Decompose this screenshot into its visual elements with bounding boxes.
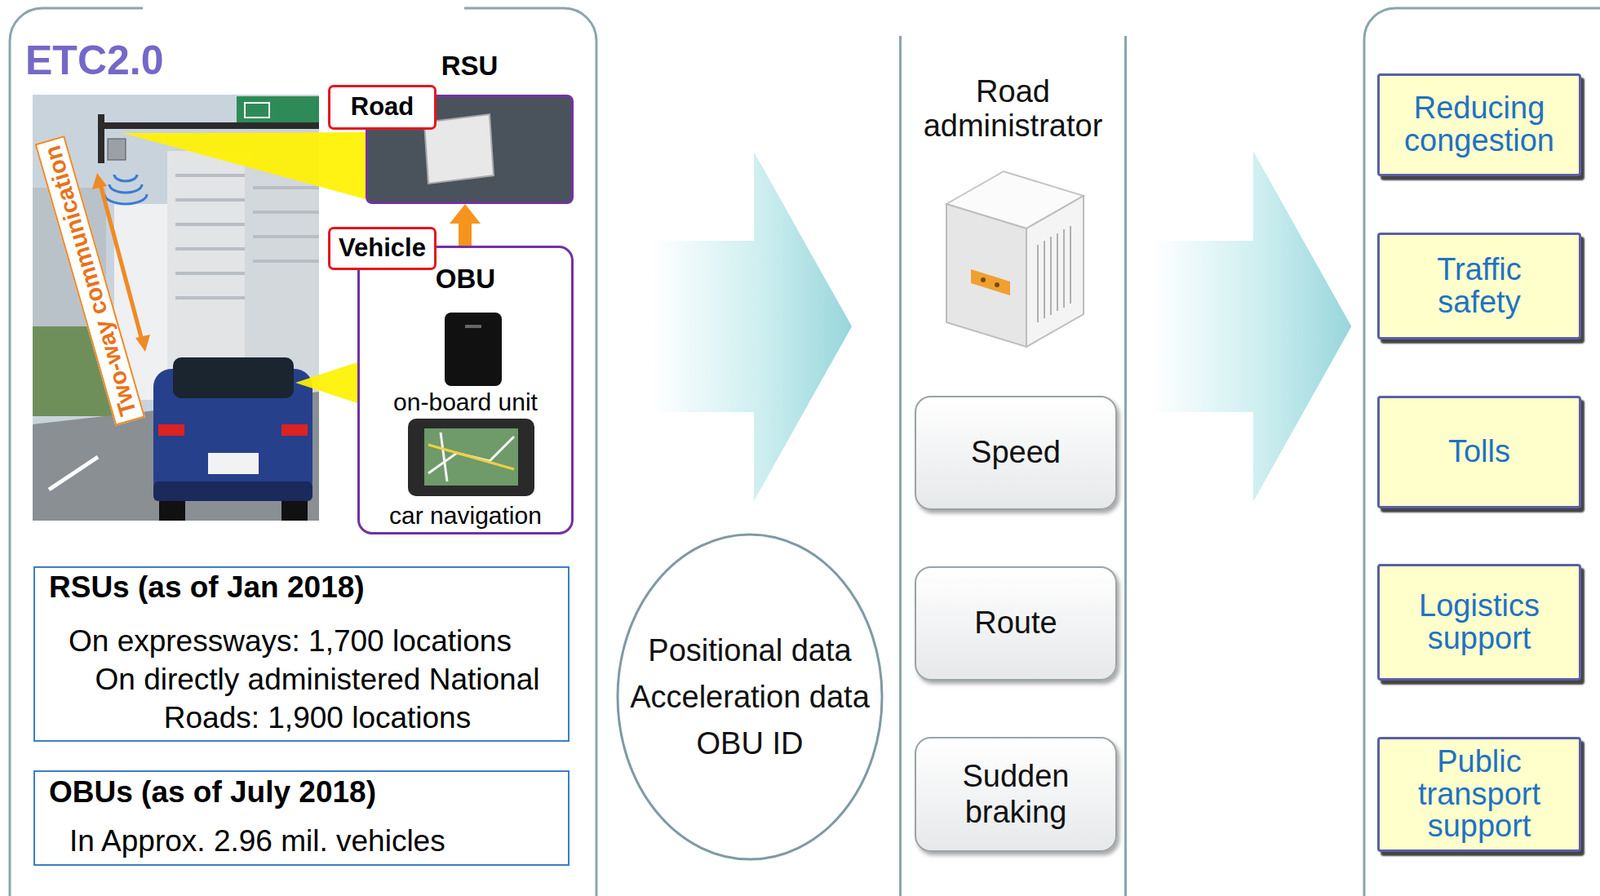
use-box: Public transport support — [1377, 736, 1582, 852]
flow-arrow — [652, 151, 852, 501]
server-led — [980, 277, 986, 283]
road-sign — [236, 96, 320, 125]
use-box: Traffic safety — [1377, 232, 1582, 340]
box-label: OBU ID — [696, 720, 804, 767]
callout-wedge — [295, 362, 358, 404]
device-caption: car navigation — [359, 501, 572, 530]
nav-screen — [424, 428, 519, 486]
server-front — [946, 203, 1027, 347]
bumper — [153, 481, 313, 501]
server-vents — [1037, 226, 1071, 323]
rotated-label: Two-way communication — [34, 135, 145, 426]
lane-marking — [48, 456, 98, 490]
box-label: Logistics support — [1397, 589, 1561, 656]
use-box: Tolls — [1377, 395, 1582, 509]
obu-body — [444, 312, 502, 386]
server-icon — [946, 171, 1084, 347]
info-text: On expressways: 1,700 locations — [35, 621, 568, 661]
gantry-post — [97, 114, 105, 164]
rsu-device — [107, 138, 126, 160]
server-side — [1026, 195, 1084, 347]
info-heading: RSUs (as of Jan 2018) — [35, 569, 568, 606]
flow-arrow — [1152, 151, 1352, 501]
box-label: Sudden braking — [926, 758, 1106, 830]
device-heading: RSU — [367, 52, 572, 80]
info-text: On directly administered National Roads:… — [68, 660, 567, 737]
tail-light — [281, 424, 308, 436]
nav-route — [428, 444, 515, 470]
info-box: OBUs (as of July 2018) In Approx. 2.96 mi… — [33, 770, 570, 866]
box-label: Acceleration data — [629, 673, 870, 721]
flow-arrow — [1152, 151, 1352, 501]
use-box: Reducing congestion — [1377, 73, 1582, 177]
server-led — [994, 282, 1000, 288]
car-window — [172, 357, 294, 399]
info-box: RSUs (as of Jan 2018) On expressways: 1,7… — [33, 566, 570, 742]
data-ellipse: Positional dataAcceleration dataOBU ID — [616, 532, 884, 861]
gantry-beam — [97, 122, 320, 129]
device-caption: on-board unit — [359, 388, 572, 417]
device-photo-box: OBUon-board unitcar navigationVehicle — [357, 245, 574, 535]
building-windows — [175, 175, 320, 298]
box-label: Traffic safety — [1397, 253, 1561, 320]
tag-box: Vehicle — [327, 226, 437, 271]
box-label: Positional data — [647, 627, 851, 674]
road-sign-mark — [244, 102, 270, 118]
device-photo-box: RSURoad — [365, 94, 574, 204]
nav-map-roads — [428, 432, 515, 482]
car-navigation-unit — [407, 418, 535, 497]
box-label: Reducing congestion — [1397, 92, 1561, 158]
radio-waves — [104, 174, 147, 204]
box-label: Vehicle — [338, 234, 426, 262]
panel-title: ETC2.0 — [25, 39, 597, 81]
system-panel: ETC2.0RSURoadOBUon-board unitcar navigat… — [9, 8, 597, 896]
panel-outline — [1364, 8, 1600, 896]
flow-arrow — [1152, 151, 1352, 501]
callout-wedge — [122, 132, 366, 200]
box-label: Tolls — [1448, 435, 1511, 469]
nav-bezel — [407, 418, 535, 497]
use-box: Logistics support — [1377, 563, 1582, 681]
number-plate — [208, 452, 259, 475]
obu-device — [444, 312, 502, 386]
ellipse-shape — [617, 534, 882, 860]
tag-box: Road — [327, 84, 437, 130]
box-label: Public transport support — [1397, 745, 1561, 844]
data-box: Speed — [914, 395, 1117, 510]
server-slot — [970, 269, 1011, 296]
tail-light — [158, 424, 185, 436]
flow-arrow — [1152, 151, 1352, 501]
box-label: Road — [350, 93, 415, 121]
box-label: Speed — [970, 434, 1061, 471]
box-label: Route — [974, 605, 1057, 642]
flow-arrow — [1152, 151, 1352, 501]
arrow-head — [92, 172, 107, 190]
info-text: In Approx. 2.96 mil. vehicles — [35, 821, 568, 861]
signal-arrow — [449, 203, 481, 246]
data-box: Route — [914, 566, 1117, 681]
panel-heading: Road administrator — [909, 74, 1117, 143]
admin-panel: Road administratorSpeedRouteSudden braki… — [899, 35, 1127, 896]
data-box: Sudden braking — [914, 736, 1117, 852]
info-heading: OBUs (as of July 2018) — [35, 774, 568, 811]
arrow-head — [135, 334, 151, 352]
obu-mark — [465, 324, 482, 328]
